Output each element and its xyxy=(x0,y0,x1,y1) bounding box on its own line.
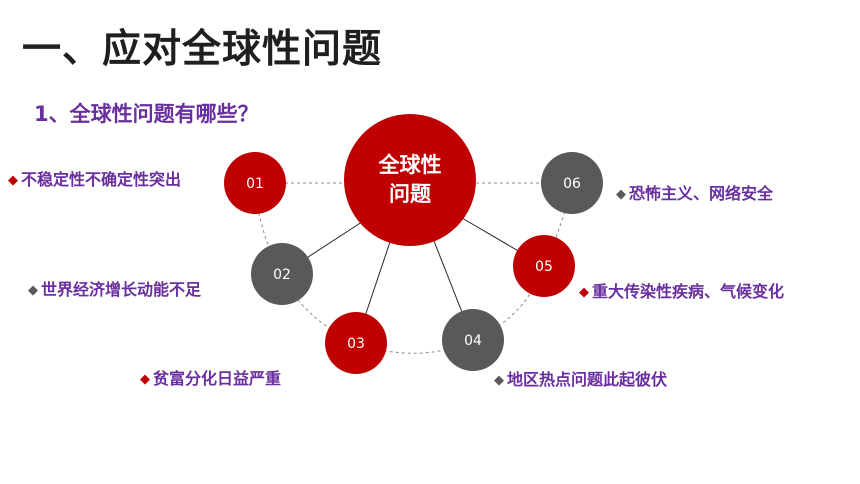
issue-text-04: 地区热点问题此起彼伏 xyxy=(507,370,668,389)
issue-text-06: 恐怖主义、网络安全 xyxy=(629,184,774,203)
node-number-03: 03 xyxy=(347,336,365,352)
node-circle-06 xyxy=(541,152,603,214)
center-circle xyxy=(344,114,476,246)
center-label-line1: 全球性 xyxy=(378,153,442,177)
node-circle-04 xyxy=(442,309,504,371)
diamond-bullet-icon: ◆ xyxy=(494,373,504,388)
node-number-02: 02 xyxy=(273,267,291,283)
node-circle-03 xyxy=(325,312,387,374)
diamond-bullet-icon: ◆ xyxy=(579,285,589,300)
issue-text-05: 重大传染性疾病、气候变化 xyxy=(592,282,785,301)
node-number-04: 04 xyxy=(464,333,482,349)
issue-text-02: 世界经济增长动能不足 xyxy=(41,280,202,299)
node-circle-05 xyxy=(513,235,575,297)
issue-label-01: ◆不稳定性不确定性突出 xyxy=(8,170,181,191)
issue-label-02: ◆世界经济增长动能不足 xyxy=(28,280,201,301)
diamond-bullet-icon: ◆ xyxy=(140,372,150,387)
node-number-01: 01 xyxy=(246,176,264,192)
center-label-line2: 问题 xyxy=(389,182,432,206)
node-number-06: 06 xyxy=(563,176,581,192)
issue-text-01: 不稳定性不确定性突出 xyxy=(21,170,182,189)
page-subtitle: 1、全球性问题有哪些？ xyxy=(34,102,259,126)
issue-label-05: ◆重大传染性疾病、气候变化 xyxy=(579,282,784,303)
node-circle-01 xyxy=(224,152,286,214)
issue-label-06: ◆恐怖主义、网络安全 xyxy=(616,184,773,205)
page-title: 一、应对全球性问题 xyxy=(22,27,383,72)
diamond-bullet-icon: ◆ xyxy=(8,173,18,188)
diamond-bullet-icon: ◆ xyxy=(616,187,626,202)
node-number-05: 05 xyxy=(535,259,553,275)
diamond-bullet-icon: ◆ xyxy=(28,283,38,298)
issue-text-03: 贫富分化日益严重 xyxy=(153,369,282,388)
issue-label-04: ◆地区热点问题此起彼伏 xyxy=(494,370,667,391)
node-circle-02 xyxy=(251,243,313,305)
issue-label-03: ◆贫富分化日益严重 xyxy=(140,369,281,390)
